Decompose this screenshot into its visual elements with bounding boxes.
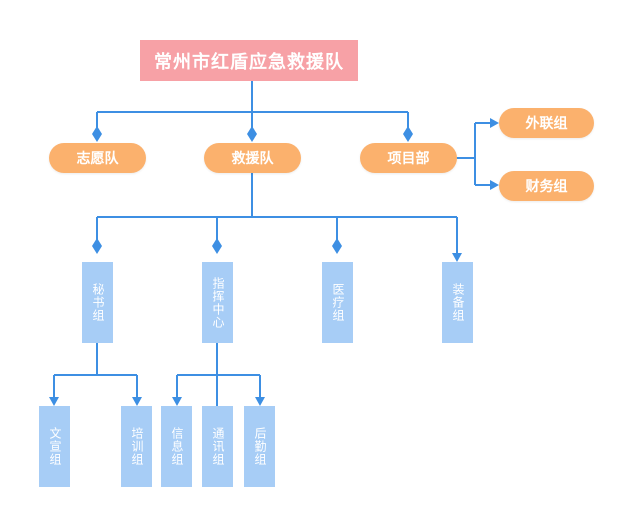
node-finance-group: 财务组 xyxy=(499,171,594,201)
node-rescue-team: 救援队 xyxy=(204,143,301,173)
node-publicity-group: 文宣组 xyxy=(39,406,70,487)
node-comm-group: 通讯组 xyxy=(202,406,233,487)
node-project-dept: 项目部 xyxy=(360,143,457,173)
node-secretary-group: 秘书组 xyxy=(82,262,113,343)
node-equipment-group: 装备组 xyxy=(442,262,473,343)
node-info-group: 信息组 xyxy=(161,406,192,487)
node-liaison-group: 外联组 xyxy=(499,108,594,138)
node-command-center: 指挥中心 xyxy=(202,262,233,343)
node-training-group: 培训组 xyxy=(121,406,152,487)
root-node-title: 常州市红盾应急救援队 xyxy=(140,40,358,81)
node-logistics-group: 后勤组 xyxy=(244,406,275,487)
node-medical-group: 医疗组 xyxy=(322,262,353,343)
node-volunteer-team: 志愿队 xyxy=(49,143,146,173)
